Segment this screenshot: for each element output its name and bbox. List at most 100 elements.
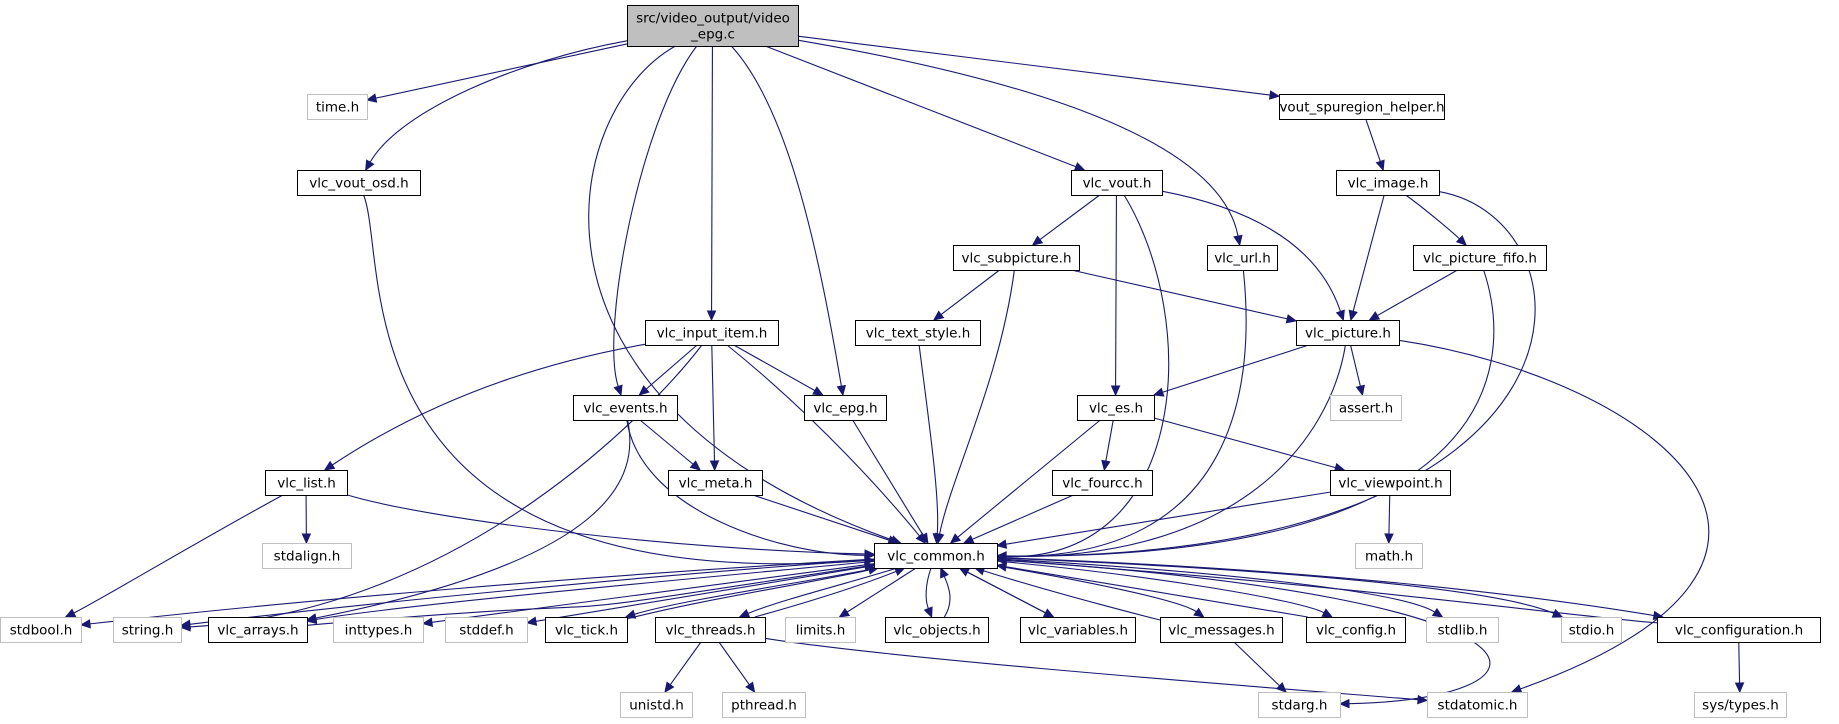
arrowhead (1510, 684, 1523, 694)
node-vlc-fourcc[interactable]: vlc_fourcc.h (1052, 470, 1153, 496)
arrowhead (1031, 235, 1044, 246)
edge-vlc_image-to-vlc_picture_fifo (1405, 194, 1467, 246)
node-stdalign[interactable]: stdalign.h (262, 543, 352, 569)
arrowhead (709, 460, 720, 472)
node-box (855, 320, 981, 346)
node-vlc-tick[interactable]: vlc_tick.h (545, 617, 628, 643)
node-vlc-variables[interactable]: vlc_variables.h (1020, 617, 1136, 643)
node-stdarg[interactable]: stdarg.h (1258, 692, 1341, 718)
arrowhead (932, 310, 945, 321)
node-vlc-picture-fifo[interactable]: vlc_picture_fifo.h (1413, 245, 1547, 271)
node-label: vlc_arrays.h (217, 623, 298, 639)
node-vlc-objects[interactable]: vlc_objects.h (885, 617, 989, 643)
arrowhead (1233, 234, 1243, 247)
node-stdatomic[interactable]: stdatomic.h (1427, 692, 1528, 718)
node-vlc-arrays[interactable]: vlc_arrays.h (208, 617, 308, 643)
edge-vlc_common-to-vlc_messages (996, 565, 1205, 618)
node-vlc-threads[interactable]: vlc_threads.h (655, 617, 766, 643)
arrowhead (525, 616, 538, 626)
arrowhead (932, 533, 943, 545)
node-label: pthread.h (731, 698, 797, 714)
node-time[interactable]: time.h (307, 94, 368, 120)
node-box (1160, 617, 1283, 643)
node-box (785, 617, 856, 643)
edge-vlc_input_item-to-vlc_meta (709, 344, 720, 472)
node-vlc-meta[interactable]: vlc_meta.h (668, 470, 763, 496)
node-vlc-subpicture[interactable]: vlc_subpicture.h (953, 245, 1080, 271)
node-vlc-es[interactable]: vlc_es.h (1077, 395, 1155, 421)
node-math[interactable]: math.h (1355, 543, 1423, 569)
node-systypes[interactable]: sys/types.h (1694, 692, 1787, 718)
node-stdlib[interactable]: stdlib.h (1426, 617, 1499, 643)
node-label: vlc_image.h (1348, 176, 1429, 192)
node-box (297, 170, 421, 196)
node-vlc-epg[interactable]: vlc_epg.h (804, 395, 887, 421)
node-vout-osd[interactable]: vlc_vout_osd.h (297, 170, 421, 196)
node-label: time.h (316, 100, 359, 116)
node-stdio[interactable]: stdio.h (1561, 617, 1622, 643)
edge-vlc_picture_fifo-to-vlc_common (995, 269, 1495, 561)
node-label: stdbool.h (10, 623, 73, 639)
edge-root-to-spuregion (797, 35, 1281, 100)
node-vlc-list[interactable]: vlc_list.h (265, 470, 348, 496)
arrowhead (745, 681, 756, 694)
node-vlc-config[interactable]: vlc_config.h (1306, 617, 1406, 643)
node-box (1336, 170, 1440, 196)
node-box (1207, 245, 1278, 271)
node-box (1330, 470, 1451, 496)
node-label: vlc_subpicture.h (961, 251, 1071, 267)
node-box (1296, 320, 1400, 346)
edge-root-to-vlc_events (613, 45, 698, 397)
node-label: vlc_viewpoint.h (1338, 476, 1442, 492)
node-box (620, 692, 693, 718)
node-vlc-url[interactable]: vlc_url.h (1207, 245, 1278, 271)
edge-vlc_variables-to-vlc_common (958, 567, 1054, 618)
edge-vlc_viewpoint-to-math (1384, 494, 1394, 545)
node-inttypes[interactable]: inttypes.h (333, 617, 424, 643)
node-box (1071, 170, 1163, 196)
node-vlc-text-style[interactable]: vlc_text_style.h (855, 320, 981, 346)
node-stddef[interactable]: stddef.h (445, 617, 528, 643)
node-vlc-picture[interactable]: vlc_picture.h (1296, 320, 1400, 346)
node-label: vlc_threads.h (665, 623, 755, 639)
node-box (1657, 617, 1821, 643)
node-vlc-vout[interactable]: vlc_vout.h (1071, 170, 1163, 196)
node-stdbool[interactable]: stdbool.h (0, 617, 82, 643)
node-pthread[interactable]: pthread.h (722, 692, 806, 718)
edge-spuregion-to-vlc_image (1365, 118, 1385, 172)
node-label: vlc_vout_osd.h (309, 176, 408, 192)
edge-root-to-vlc_url (797, 39, 1243, 247)
node-spuregion[interactable]: vout_spuregion_helper.h (1279, 94, 1445, 120)
edge-vlc_common-to-limits (838, 567, 917, 618)
node-label: vlc_url.h (1214, 251, 1271, 267)
node-limits[interactable]: limits.h (785, 617, 856, 643)
node-label: vlc_tick.h (555, 623, 618, 639)
node-vlc-common[interactable]: vlc_common.h (874, 543, 998, 569)
node-label: vlc_common.h (887, 549, 985, 565)
node-box (307, 94, 368, 120)
arrowhead (918, 532, 929, 545)
node-vlc-image[interactable]: vlc_image.h (1336, 170, 1440, 196)
node-vlc-configuration[interactable]: vlc_configuration.h (1657, 617, 1821, 643)
edge-vlc_common-to-vlc_arrays (305, 560, 875, 625)
node-label: vlc_vout.h (1083, 176, 1152, 192)
node-box (804, 395, 887, 421)
arrowhead (421, 617, 434, 628)
edge-vlc_common-to-string (179, 559, 875, 629)
arrowhead (1110, 385, 1121, 397)
arrowhead (305, 614, 318, 625)
node-vlc-input-item[interactable]: vlc_input_item.h (645, 320, 779, 346)
node-vlc-viewpoint[interactable]: vlc_viewpoint.h (1330, 470, 1451, 496)
node-vlc-events[interactable]: vlc_events.h (573, 395, 678, 421)
arrowhead (1384, 533, 1394, 545)
node-root[interactable]: src/video_output/video_epg.c (627, 5, 799, 47)
arrowhead (995, 539, 1008, 549)
node-box (445, 617, 528, 643)
node-box (262, 543, 352, 569)
node-string[interactable]: string.h (113, 617, 182, 643)
node-assert[interactable]: assert.h (1330, 395, 1402, 421)
node-box (0, 617, 82, 643)
node-vlc-messages[interactable]: vlc_messages.h (1160, 617, 1283, 643)
node-unistd[interactable]: unistd.h (620, 692, 693, 718)
